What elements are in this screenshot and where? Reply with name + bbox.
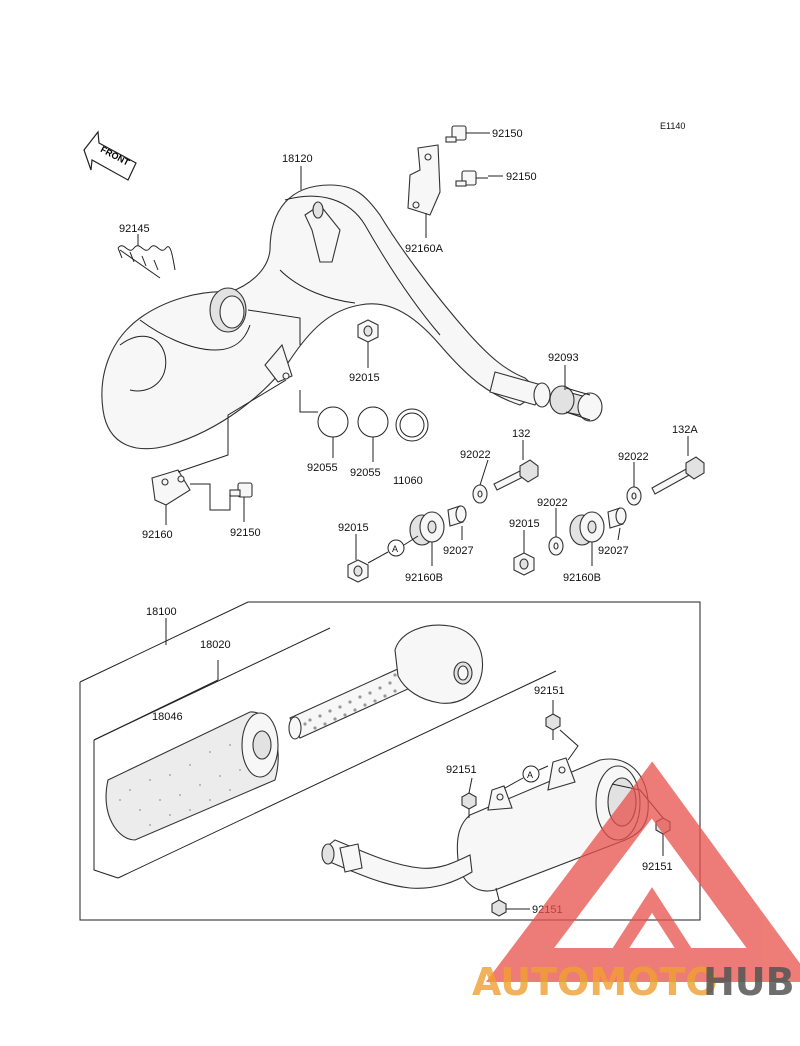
svg-text:A: A (392, 544, 398, 554)
label-92160: 92160 (142, 529, 173, 541)
label-92150-a: 92150 (492, 128, 523, 140)
bolt-132 (493, 459, 539, 491)
nut-92015-upper (357, 319, 379, 343)
label-92022-b: 92022 (618, 451, 649, 463)
watermark-text-part1: AUTOMOTO (472, 960, 718, 1004)
label-18020: 18020 (200, 639, 231, 651)
label-92055-a: 92055 (307, 462, 338, 474)
label-92055-b: 92055 (350, 467, 381, 479)
front-arrow-icon: FRONT (83, 130, 137, 181)
watermark-text-part2: HUB (703, 960, 795, 1004)
circle-ref-a-right: A (522, 765, 540, 783)
label-132: 132 (512, 428, 530, 440)
nut-92015-right (513, 552, 535, 576)
bracket-92160 (151, 469, 191, 506)
label-18100: 18100 (146, 606, 177, 618)
bolt-132A (651, 456, 705, 495)
damper-92160B-b (569, 511, 605, 546)
leader-lines-upper (137, 132, 689, 566)
nut-92015-left (347, 559, 369, 583)
label-92151-a: 92151 (534, 685, 565, 697)
bolt-92151-a (545, 713, 561, 740)
damper-92160B-a (409, 511, 445, 546)
label-92151-c: 92151 (642, 861, 673, 873)
leader-92160-bolt (190, 483, 231, 511)
label-11060: 11060 (393, 475, 423, 487)
muffler-body (321, 757, 649, 892)
label-92145: 92145 (119, 223, 150, 235)
collar-92027-a (447, 505, 467, 527)
label-92151-b: 92151 (446, 764, 477, 776)
label-92015-a: 92015 (349, 372, 380, 384)
bolt-92150-middle (455, 170, 488, 187)
bolt-92150-upper (445, 125, 478, 143)
muffler-packing-18046 (105, 711, 279, 841)
muffler-assembly-frame (79, 601, 701, 921)
watermark-text: AUTOMOTO HUB (472, 960, 795, 1004)
diagram-ref-code: E1140 (660, 121, 685, 131)
circle-ref-a-left: A (387, 539, 405, 557)
muffler-inner-pipe-18020 (288, 624, 484, 740)
watermark-logo (485, 761, 800, 982)
label-92160B-b: 92160B (563, 572, 601, 584)
label-92093: 92093 (548, 352, 579, 364)
label-92160B-a: 92160B (405, 572, 443, 584)
label-92022-a: 92022 (460, 449, 491, 461)
oring-92055-b (357, 406, 389, 438)
collar-92027-b (607, 507, 627, 529)
watermark-inner-triangle-icon (597, 887, 707, 972)
expansion-chamber (101, 184, 551, 450)
bolt-92150-lower (229, 482, 253, 498)
label-92015-c: 92015 (509, 518, 540, 530)
label-92150-b: 92150 (506, 171, 537, 183)
label-92015-b: 92015 (338, 522, 369, 534)
label-18120: 18120 (282, 153, 313, 165)
sleeve-92093 (549, 385, 603, 422)
oring-92055-a (317, 406, 349, 438)
label-92150-c: 92150 (230, 527, 261, 539)
label-92022-c: 92022 (537, 497, 568, 509)
label-92160A: 92160A (405, 243, 444, 255)
gasket-11060 (395, 408, 429, 442)
label-92027-a: 92027 (443, 545, 474, 557)
spring-92145 (117, 245, 176, 279)
gasket-11060-inner (399, 412, 425, 438)
label-132A: 132A (672, 424, 698, 436)
bracket-92160A (407, 144, 441, 216)
label-92027-b: 92027 (598, 545, 629, 557)
bolt-92151-d (491, 899, 507, 917)
svg-text:A: A (527, 770, 533, 780)
label-18046: 18046 (152, 711, 183, 723)
